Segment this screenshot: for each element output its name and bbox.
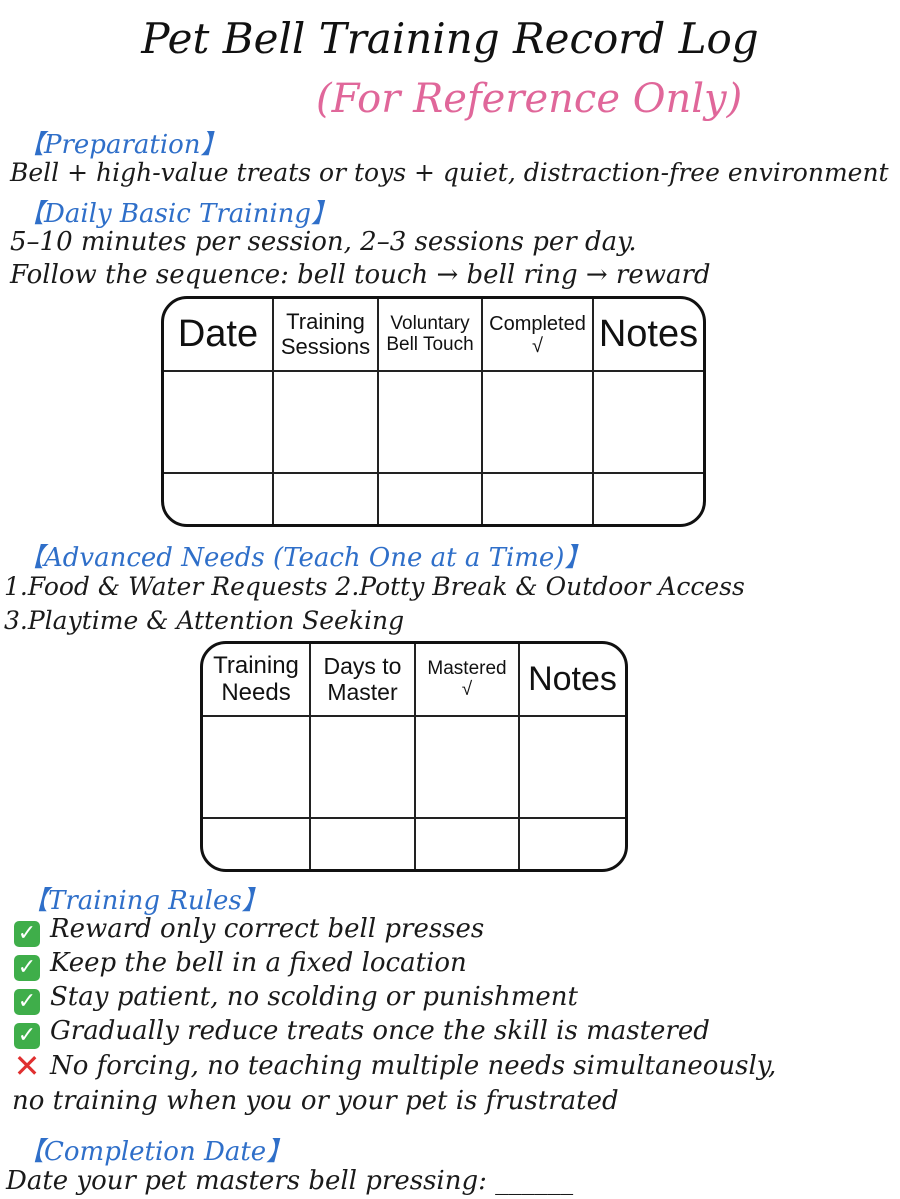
table-cell[interactable] xyxy=(377,472,483,524)
table-cell[interactable] xyxy=(164,472,274,524)
rule-item: ✓Keep the bell in a fixed location xyxy=(14,948,467,981)
table-cell[interactable] xyxy=(518,715,625,819)
advanced-line-1: 1.Food & Water Requests 2.Potty Break & … xyxy=(4,572,745,601)
table-cell[interactable] xyxy=(272,472,379,524)
table-cell[interactable] xyxy=(414,715,520,819)
check-icon: ✓ xyxy=(14,921,40,947)
advanced-line-2: 3.Playtime & Attention Seeking xyxy=(4,606,405,635)
header-notes: Notes xyxy=(518,644,625,717)
table-row xyxy=(203,715,625,819)
header-mastered: Mastered√ xyxy=(414,644,520,717)
table-row xyxy=(164,472,703,524)
rule-item: ✓Reward only correct bell presses xyxy=(14,914,484,947)
table-row xyxy=(164,370,703,474)
table-cell[interactable] xyxy=(164,370,274,474)
check-icon: ✓ xyxy=(14,955,40,981)
table-cell[interactable] xyxy=(414,817,520,869)
table-cell[interactable] xyxy=(481,370,594,474)
page-title: Pet Bell Training Record Log xyxy=(141,14,759,63)
table-cell[interactable] xyxy=(592,370,703,474)
preparation-text: Bell + high-value treats or toys + quiet… xyxy=(10,158,889,187)
daily-line-2: Follow the sequence: bell touch → bell r… xyxy=(10,260,711,290)
rule-item: ✓Gradually reduce treats once the skill … xyxy=(14,1016,710,1049)
table-cell[interactable] xyxy=(272,370,379,474)
header-completed: Completed√ xyxy=(481,299,594,372)
rule-item: ✓Stay patient, no scolding or punishment xyxy=(14,982,578,1015)
page-subtitle: (For Reference Only) xyxy=(316,76,743,122)
table-cell[interactable] xyxy=(203,715,311,819)
table-cell[interactable] xyxy=(203,817,311,869)
completion-heading: 【Completion Date】 xyxy=(18,1137,293,1167)
header-notes: Notes xyxy=(592,299,703,372)
table-cell[interactable] xyxy=(377,370,483,474)
table-cell[interactable] xyxy=(592,472,703,524)
preparation-heading: 【Preparation】 xyxy=(18,130,227,160)
advanced-heading: 【Advanced Needs (Teach One at a Time)】 xyxy=(18,543,591,573)
rules-heading: 【Training Rules】 xyxy=(22,886,268,916)
check-icon: ✓ xyxy=(14,989,40,1015)
header-date: Date xyxy=(164,299,274,372)
completion-text: Date your pet masters bell pressing: ___… xyxy=(6,1166,574,1196)
table-cell[interactable] xyxy=(481,472,594,524)
table-cell[interactable] xyxy=(309,715,416,819)
rule-warning: ✕No forcing, no teaching multiple needs … xyxy=(13,1047,777,1085)
rule-warning-line-2: no training when you or your pet is frus… xyxy=(12,1086,619,1116)
daily-heading: 【Daily Basic Training】 xyxy=(18,199,338,229)
table-cell[interactable] xyxy=(518,817,625,869)
daily-line-1: 5–10 minutes per session, 2–3 sessions p… xyxy=(10,227,637,257)
table-row xyxy=(203,817,625,869)
check-icon: ✓ xyxy=(14,1023,40,1049)
table-cell[interactable] xyxy=(309,817,416,869)
cross-icon: ✕ xyxy=(13,1047,41,1085)
